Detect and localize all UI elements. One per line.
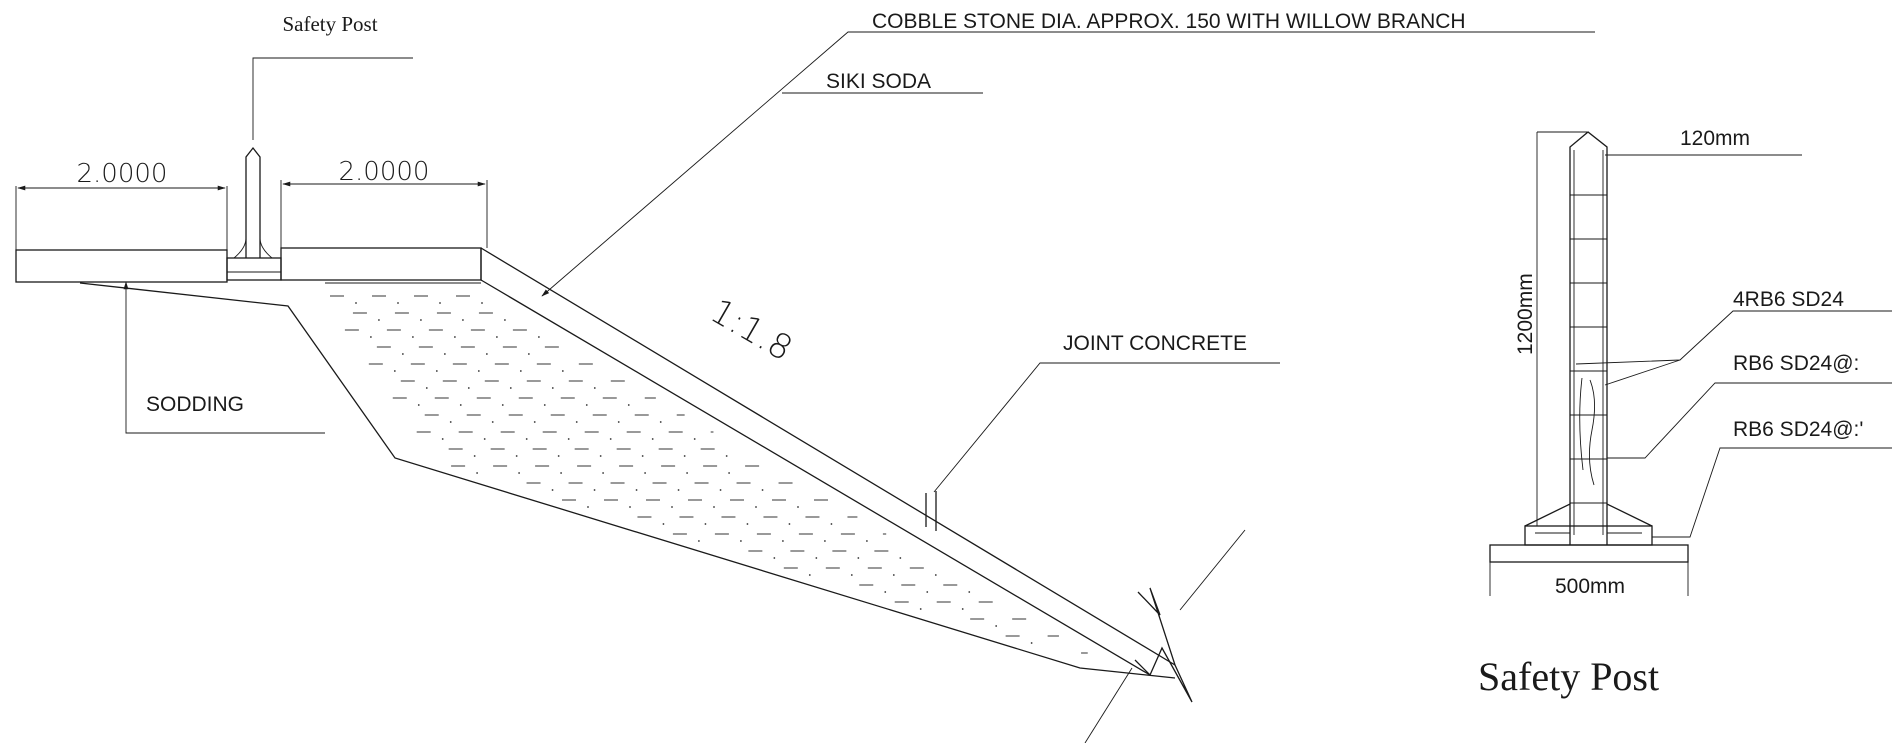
slope-lining-bottom (480, 279, 1151, 676)
callout-siki-soda: SIKI SODA (782, 70, 983, 94)
detail-title: Safety Post (1478, 654, 1659, 699)
slope-lining-top (480, 247, 1176, 666)
dimension-left: 2.0000 (15, 159, 228, 250)
callout-safety-post: Safety Post (252, 12, 413, 140)
fill-hatch (330, 295, 1088, 654)
post-footing (226, 257, 282, 281)
dimension-right: 2.0000 (280, 157, 488, 248)
stirrup-2-label: RB6 SD24@:' (1733, 418, 1863, 441)
break-symbol (1134, 587, 1193, 703)
safety-post-callout-label: Safety Post (282, 12, 377, 36)
sodding-label: SODDING (146, 393, 244, 416)
rebar-main-label: 4RB6 SD24 (1733, 288, 1844, 311)
detail-column (1569, 131, 1608, 504)
callout-sodding: SODDING (123, 281, 325, 434)
callout-cobble-stone: COBBLE STONE DIA. APPROX. 150 WITH WILLO… (541, 10, 1595, 297)
callout-joint-concrete: JOINT CONCRETE (933, 332, 1280, 493)
siki-soda-label: SIKI SODA (826, 70, 931, 93)
cobble-stone-label: COBBLE STONE DIA. APPROX. 150 WITH WILLO… (872, 10, 1466, 33)
stirrups (1570, 194, 1607, 504)
embankment-section (15, 146, 1246, 743)
road-surface-left (15, 249, 228, 283)
embankment-outline (79, 282, 1176, 679)
stirrup-1-label: RB6 SD24@: (1733, 352, 1859, 375)
detail-height-label: 1200mm (1514, 273, 1537, 355)
detail-footing (1489, 544, 1689, 563)
dim-left-label: 2.0000 (77, 159, 168, 189)
joint-concrete-label: JOINT CONCRETE (1063, 332, 1247, 355)
safety-post-detail: 120mm 1200mm 500mm 4RB6 SD24 RB6 SD24@: … (1478, 127, 1892, 699)
detail-base-width-label: 500mm (1555, 575, 1625, 598)
slope-ratio-label: 1:1.8 (704, 291, 799, 369)
safety-post-small (245, 146, 261, 258)
detail-top-width-label: 120mm (1680, 127, 1750, 150)
road-surface-right (280, 247, 482, 281)
dim-right-label: 2.0000 (339, 157, 430, 187)
